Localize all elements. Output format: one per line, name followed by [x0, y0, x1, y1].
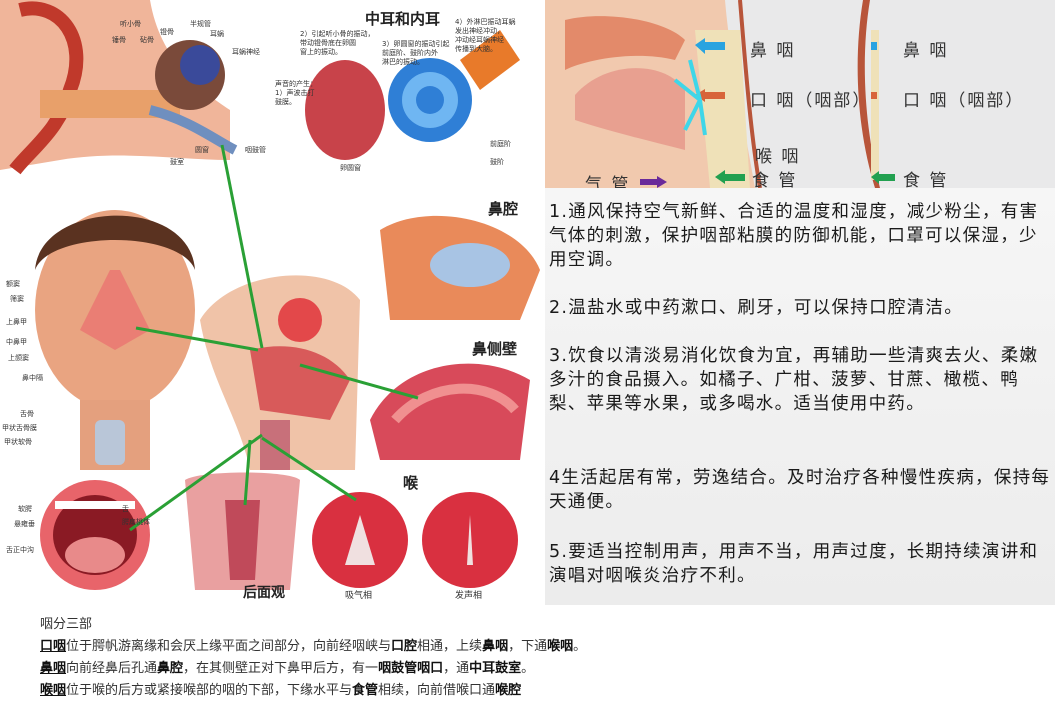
term: 口咽	[40, 639, 67, 654]
mouth-label: 腭扁桃体	[122, 518, 150, 526]
face-label: 舌骨	[20, 410, 34, 418]
nasopharynx-arrow	[695, 38, 725, 54]
oropharynx-label: 口 咽（咽部）	[750, 91, 872, 111]
text: 相续，向前借喉口通	[378, 683, 496, 698]
ear-label: 圆窗	[195, 146, 209, 154]
larynx-back-view-illustration	[185, 472, 300, 590]
text: 位于喉的后方或紧接喉部的咽的下部，下缘水平与	[66, 683, 353, 698]
ear-label: 卵圆窗	[340, 164, 361, 172]
text: 相通，上续	[417, 639, 483, 654]
ear-note-2: 2）引起听小骨的振动， 带动镫骨底在卵圆 窗上的振动。	[300, 30, 375, 56]
esophagus-label: 食 管	[752, 171, 798, 188]
term-bold: 口腔	[391, 639, 418, 654]
oropharynx-description: 口咽位于腭帆游离缘和会厌上缘平面之间部分，向前经咽峡与口腔相通，上续鼻咽，下通喉…	[40, 636, 740, 658]
larynx-phonation-illustration	[422, 492, 518, 588]
term-bold: 鼻咽	[482, 639, 509, 654]
face-illustration	[35, 210, 195, 470]
text: ，在其侧壁正对下鼻甲后方，有一	[183, 661, 379, 676]
ear-label: 锤骨	[112, 36, 126, 44]
esophagus-arrow	[715, 170, 745, 184]
ear-label: 耳蜗	[210, 30, 224, 38]
face-label: 上颌窦	[8, 354, 29, 362]
term-bold: 食管	[352, 683, 379, 698]
oropharynx-arrow	[695, 89, 725, 102]
anatomy-collage: 中耳和内耳 声音的产生： 1）声波击打 鼓膜。 2）引起听小骨的振动， 带动镫骨…	[0, 0, 545, 605]
sagittal-illustration	[200, 275, 360, 470]
nasopharynx-description: 鼻咽向前经鼻后孔通鼻腔，在其侧壁正对下鼻甲后方，有一咽鼓管咽口，通中耳鼓室。	[40, 658, 740, 680]
mouth-label: 软腭	[18, 505, 32, 513]
oropharynx-label-2: 口 咽（咽部）	[903, 91, 1025, 111]
ear-note-3: 3）卵圆窗的振动引起 前庭阶、鼓阶内外 淋巴的振动。	[382, 40, 450, 66]
parts-heading: 咽分三部	[40, 617, 93, 632]
ear-label: 听小骨	[120, 20, 141, 28]
ear-label: 鼓室	[170, 158, 184, 166]
pharynx-parts-description: 咽分三部 口咽位于腭帆游离缘和会厌上缘平面之间部分，向前经咽峡与口腔相通，上续鼻…	[40, 614, 740, 702]
face-label: 中鼻甲	[6, 338, 27, 346]
term: 鼻咽	[40, 661, 67, 676]
ear-label: 半规管	[190, 20, 211, 28]
tip-1: 1.通风保持空气新鲜、合适的温度和湿度，减少粉尘，有害气体的刺激，保护咽部粘膜的…	[549, 202, 1039, 270]
tip-4: 4生活起居有常，劳逸结合。及时治疗各种慢性疾病，保持每天通便。	[549, 468, 1051, 512]
ear-title: 中耳和内耳	[365, 10, 441, 28]
ear-illustration	[0, 0, 520, 175]
pharynx-diagram: 鼻 咽 口 咽（咽部） 喉 咽 食 管 气 管 鼻 咽 口 咽（咽部） 食 管	[545, 0, 1055, 188]
face-label: 甲状软骨	[4, 438, 32, 446]
ear-note-4: 4）外淋巴振动耳蜗 发出神经冲动， 冲动经耳蜗神经 传播到大脑。	[455, 18, 516, 53]
nasal-wall-illustration	[370, 363, 530, 460]
inhale-label: 吸气相	[345, 591, 373, 601]
care-tips: 1.通风保持空气新鲜、合适的温度和湿度，减少粉尘，有害气体的刺激，保护咽部粘膜的…	[545, 188, 1055, 605]
text: 。	[521, 661, 535, 676]
term: 喉咽	[40, 683, 67, 698]
back-view-title: 后面观	[243, 585, 285, 601]
tip-2: 2.温盐水或中药漱口、刷牙，可以保持口腔清洁。	[549, 298, 964, 318]
open-mouth-illustration	[40, 480, 150, 590]
airflow-arrows	[673, 59, 707, 136]
ear-label: 咽鼓管	[245, 146, 266, 154]
ear-note-sound: 声音的产生： 1）声波击打 鼓膜。	[275, 80, 317, 106]
ear-label: 耳蜗神经	[232, 48, 260, 56]
larynx-inhale-illustration	[312, 492, 408, 588]
text: ，下通	[508, 639, 548, 654]
tip-3: 3.饮食以清淡易消化饮食为宜，再辅助一些清爽去火、柔嫩多汁的食品摄入。如橘子、广…	[549, 346, 1039, 414]
term-bold: 中耳鼓室	[469, 661, 522, 676]
pointer-lines	[129, 144, 419, 532]
anatomy-drawings	[0, 0, 540, 590]
esophagus-label-2: 食 管	[903, 171, 949, 188]
phonation-label: 发声相	[455, 591, 483, 601]
text: 位于腭帆游离缘和会厌上缘平面之间部分，向前经咽峡与	[66, 639, 392, 654]
ear-label: 砧骨	[140, 36, 154, 44]
ear-label: 前庭阶	[490, 140, 511, 148]
mouth-label: 舌	[122, 505, 129, 513]
laryngopharynx-description: 喉咽位于喉的后方或紧接喉部的咽的下部，下缘水平与食管相续，向前借喉口通喉腔	[40, 680, 740, 702]
face-label: 甲状舌骨膜	[2, 424, 37, 432]
text: ，通	[443, 661, 470, 676]
face-label: 额窦	[6, 280, 20, 288]
nasopharynx-label-2: 鼻 咽	[903, 41, 949, 61]
laryngopharynx-label: 喉 咽	[755, 147, 801, 167]
mouth-label: 舌正中沟	[6, 546, 34, 554]
pharynx-drawing	[545, 0, 895, 188]
larynx-title: 喉	[403, 474, 419, 492]
tip-5: 5.要适当控制用声，用声不当，用声过度，长期持续演讲和演唱对咽喉炎治疗不利。	[549, 542, 1039, 586]
trachea-label: 气 管	[585, 175, 631, 188]
term-bold: 鼻腔	[157, 661, 184, 676]
ear-label: 鼓阶	[490, 158, 504, 166]
term-bold: 喉咽	[547, 639, 574, 654]
face-label: 上鼻甲	[6, 318, 27, 326]
term-bold: 喉腔	[495, 683, 522, 698]
text: 。	[573, 639, 587, 654]
trachea-arrow	[640, 176, 667, 188]
term-bold: 咽鼓管咽口	[378, 661, 444, 676]
nasal-cavity-illustration	[380, 215, 540, 320]
ear-label: 镫骨	[160, 28, 174, 36]
nasopharynx-label: 鼻 咽	[750, 41, 796, 61]
nasal-wall-title: 鼻侧壁	[472, 340, 518, 358]
face-label: 鼻中隔	[22, 374, 43, 382]
nasal-cavity-title: 鼻腔	[488, 200, 519, 218]
text: 向前经鼻后孔通	[66, 661, 158, 676]
face-label: 筛窦	[10, 295, 24, 303]
mouth-label: 悬雍垂	[14, 520, 35, 528]
